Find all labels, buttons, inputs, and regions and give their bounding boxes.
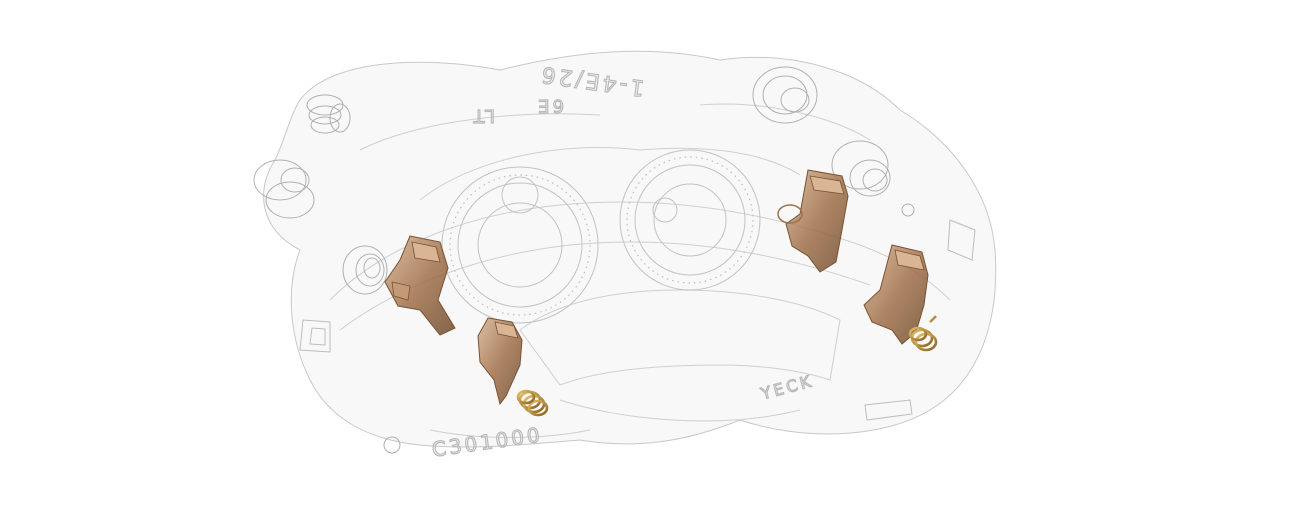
right-lower-spring-icon <box>908 315 938 352</box>
right-upper-clip <box>777 169 849 273</box>
caliper-body <box>263 50 997 448</box>
seal-rings <box>449 156 754 316</box>
mounting-tabs <box>299 219 976 421</box>
left-lower-spring-icon <box>516 389 549 417</box>
fittings <box>253 66 915 454</box>
left-lower-clip <box>477 317 549 417</box>
left-upper-clip <box>384 235 456 336</box>
engraving-top-mark-a: LT <box>470 105 495 126</box>
pistons <box>441 149 761 324</box>
right-lower-clip <box>863 244 938 352</box>
engraving-top-mark-b: 6E <box>535 95 564 116</box>
